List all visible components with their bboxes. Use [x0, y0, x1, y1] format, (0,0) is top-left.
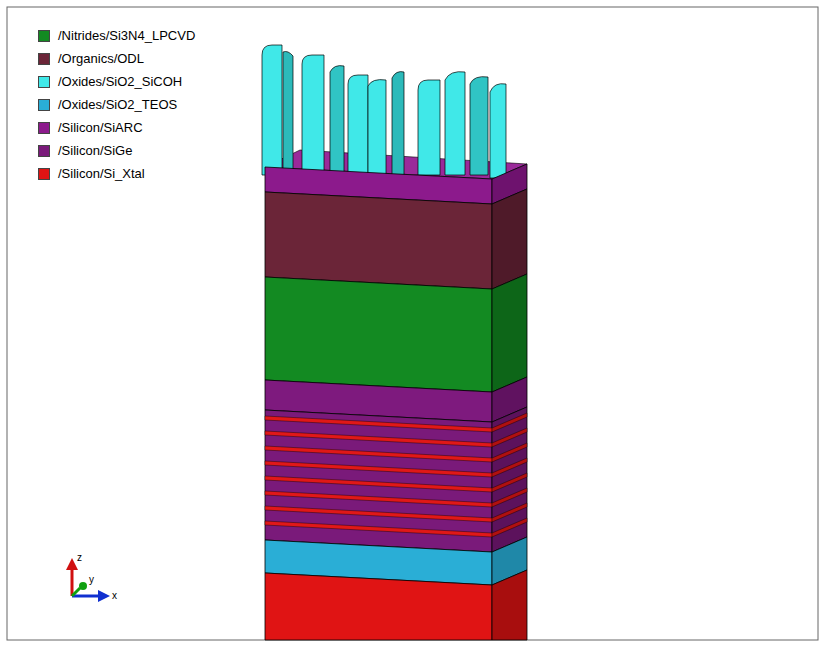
legend-label: /Oxides/SiO2_TEOS: [58, 97, 177, 112]
legend-entry: /Silicon/Si_Xtal: [38, 166, 145, 181]
legend-entry: /Nitrides/Si3N4_LPCVD: [38, 28, 195, 43]
legend-label: /Nitrides/Si3N4_LPCVD: [58, 28, 195, 43]
legend-entry: /Organics/ODL: [38, 51, 144, 66]
legend-swatch: [38, 30, 50, 42]
axis-triad: [66, 558, 110, 602]
legend-label: /Silicon/SiARC: [58, 120, 143, 135]
legend-label: /Silicon/SiGe: [58, 143, 132, 158]
legend-label: /Oxides/SiO2_SiCOH: [58, 74, 182, 89]
legend-swatch: [38, 53, 50, 65]
axis-label: y: [89, 574, 94, 585]
legend-entry: /Oxides/SiO2_SiCOH: [38, 74, 182, 89]
legend-swatch: [38, 145, 50, 157]
legend-swatch: [38, 168, 50, 180]
substrate-layers: [265, 537, 527, 640]
legend-label: /Silicon/Si_Xtal: [58, 166, 145, 181]
legend-entry: /Oxides/SiO2_TEOS: [38, 97, 177, 112]
frame: [7, 7, 818, 640]
fins: [262, 45, 506, 178]
axis-label: x: [112, 590, 117, 601]
legend-swatch: [38, 99, 50, 111]
legend-swatch: [38, 122, 50, 134]
superlattice-stripes: [265, 413, 527, 537]
legend-label: /Organics/ODL: [58, 51, 144, 66]
legend-entry: /Silicon/SiGe: [38, 143, 132, 158]
layer-stack: [265, 164, 527, 552]
legend-swatch: [38, 76, 50, 88]
axis-label: z: [77, 552, 82, 563]
legend-entry: /Silicon/SiARC: [38, 120, 143, 135]
